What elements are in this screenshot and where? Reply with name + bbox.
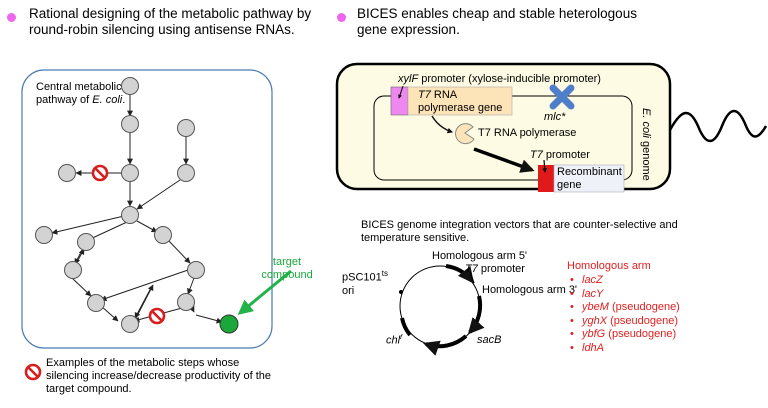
sacb-label: sacB: [477, 334, 502, 346]
homologous-arm-list: lacZ lacY ybeM (pseudogene) yghX (pseudo…: [570, 274, 750, 355]
central-pathway-box: [21, 69, 273, 349]
target-arrow: [237, 269, 292, 315]
arm3-label: Homologous arm 3': [482, 284, 578, 296]
list-item: ybeM (pseudogene): [570, 301, 750, 315]
t7-plasmid-label: T7 promoter: [465, 263, 525, 275]
chl-arc: [400, 317, 412, 337]
t7-promoter-label: T7 promoter: [530, 149, 590, 161]
legend-text: Examples of the metabolic steps whose si…: [46, 357, 272, 395]
mlc-label: mlc*: [544, 111, 566, 123]
list-item: lacZ: [570, 274, 750, 288]
pathway-box-label: Central metabolic pathway of E. coli.: [36, 81, 126, 106]
node: [177, 293, 195, 311]
node: [187, 261, 205, 279]
pathway-edges: [51, 94, 223, 324]
sacb-arc: [422, 334, 468, 356]
node: [121, 77, 139, 95]
list-item: ldhA: [570, 342, 750, 356]
recombinant-gene-label-box: [553, 164, 625, 193]
target-compound-label: target compound: [261, 256, 313, 281]
node: [154, 226, 172, 244]
node: [87, 294, 105, 312]
node: [121, 206, 139, 224]
inhibit-icon: [148, 307, 166, 325]
bullet-left: [7, 13, 16, 22]
t7-binding-arrow: [473, 147, 535, 173]
pathway-nodes: [35, 77, 205, 333]
xylf-promoter-label: xylF promoter (xylose-inducible promoter…: [398, 73, 601, 85]
list-item: lacY: [570, 288, 750, 302]
node: [121, 164, 139, 182]
homologous-arm-3-arc: [467, 295, 485, 335]
right-heading: BICES enables cheap and stable heterolog…: [357, 6, 637, 37]
node: [121, 115, 139, 133]
recombinant-gene-box: [538, 165, 554, 192]
legend-inhibit-icon: [24, 363, 42, 381]
homologous-arm-title: Homologous arm: [567, 260, 651, 272]
mlc-x-icon: [549, 84, 575, 110]
node: [177, 164, 195, 182]
bullet-right: [337, 13, 346, 22]
recombinant-gene-label: Recombinant gene: [557, 166, 622, 191]
node: [58, 164, 76, 182]
inhibit-icon: [91, 164, 109, 182]
plasmid-ori-label: pSC101ts ori: [342, 269, 388, 297]
t7-gene-label: T7 RNA polymerase gene: [418, 89, 503, 114]
arm5-label: Homologous arm 5': [432, 250, 528, 262]
genome-label: E. coli genome: [640, 108, 652, 181]
target-compound-node: [219, 314, 239, 334]
node: [177, 119, 195, 137]
chl-label: chlr: [386, 332, 403, 347]
node: [35, 226, 53, 244]
node: [121, 315, 139, 333]
node: [77, 233, 95, 251]
vectors-description: BICES genome integration vectors that ar…: [361, 219, 678, 244]
t7-rnapol-gene-box: [407, 86, 513, 116]
homologous-arm-5-arc: [445, 264, 474, 284]
list-item: ybfG (pseudogene): [570, 328, 750, 342]
t7-rnapol-icon: [455, 123, 475, 145]
list-item: yghX (pseudogene): [570, 315, 750, 329]
left-heading: Rational designing of the metabolic path…: [29, 6, 312, 37]
t7-polymerase-label: T7 RNA polymerase: [478, 127, 577, 139]
flagellum: [668, 109, 768, 143]
node: [64, 261, 82, 279]
xylf-promoter-box: [390, 86, 409, 116]
